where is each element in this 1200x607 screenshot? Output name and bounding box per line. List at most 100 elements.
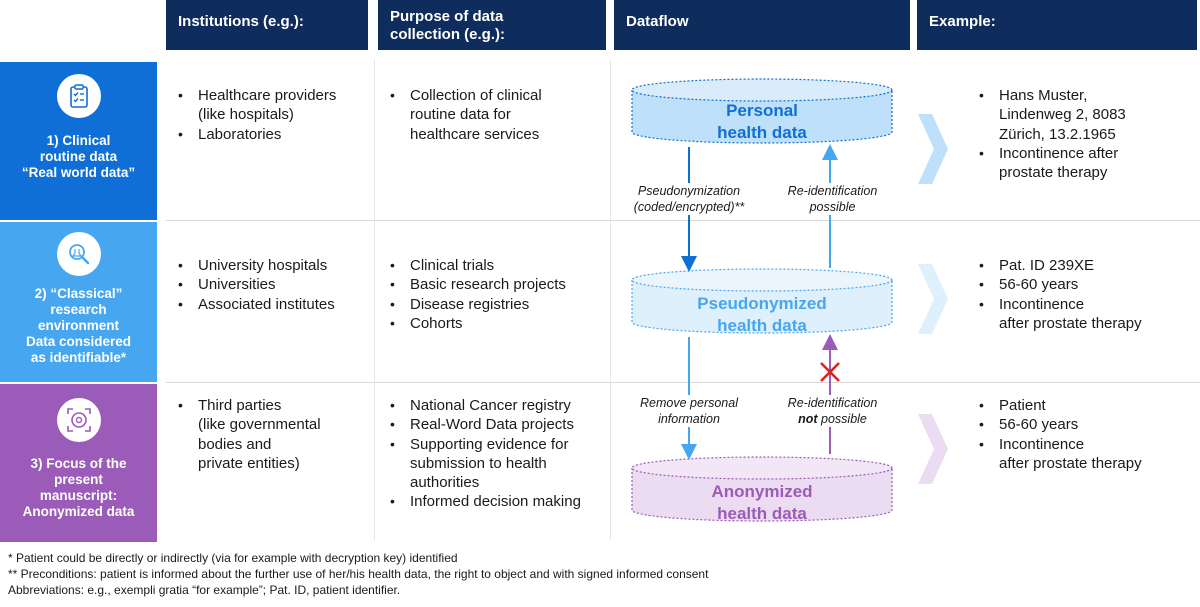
header-example-text: Example: [929, 13, 996, 30]
row2-label-line: 2) “Classical” [34, 286, 123, 301]
cylinder-label-line: Pseudonymized [697, 294, 827, 313]
institutions-list-row2: University hospitals Universities Associ… [176, 256, 371, 314]
list-item: Real-Word Data projects [388, 415, 608, 435]
list-item: Informed decision making [388, 492, 608, 512]
list-item: Patient [977, 396, 1197, 416]
header-institutions: Institutions (e.g.): [166, 0, 368, 50]
cylinder-label-line: Personal [726, 101, 798, 120]
remove-personal-info-label: Remove personal information [628, 395, 750, 427]
header-purpose-line1: Purpose of data [390, 8, 504, 25]
institutions-list-row3: Third parties (like governmental bodies … [176, 396, 371, 473]
header-dataflow-text: Dataflow [626, 13, 689, 30]
col-separator-1 [374, 60, 375, 540]
list-item: 56-60 years [977, 275, 1197, 295]
header-example: Example: [917, 0, 1197, 50]
list-item: Supporting evidence for submission to he… [388, 435, 608, 493]
list-item: Laboratories [176, 125, 371, 145]
cylinder-pseudonymized-label: Pseudonymized health data [632, 293, 892, 337]
header-purpose-line2: collection (e.g.): [390, 26, 506, 43]
flow-label-line: (coded/encrypted)** [633, 200, 745, 214]
list-item: Incontinence after prostate therapy [977, 295, 1197, 334]
list-item: Pat. ID 239XE [977, 256, 1197, 276]
dataflow-diagram [631, 78, 893, 522]
list-item: Healthcare providers(like hospitals) [176, 86, 371, 125]
footnote-identifiable: * Patient could be directly or indirectl… [8, 551, 458, 565]
flow-label-rest: possible [817, 412, 867, 426]
list-item: Incontinence after prostate therapy [977, 144, 1197, 183]
chevron-right-icon [918, 414, 948, 484]
example-list-row2: Pat. ID 239XE 56-60 years Incontinence a… [977, 256, 1197, 333]
institutions-list-row1: Healthcare providers(like hospitals) Lab… [176, 86, 371, 144]
target-focus-icon [56, 398, 101, 442]
footnote-preconditions: ** Preconditions: patient is informed ab… [8, 567, 709, 581]
cylinder-pseudonymized [631, 268, 893, 334]
header-dataflow: Dataflow [614, 0, 910, 50]
row1-label-line: 1) Clinical [46, 133, 111, 148]
row3-label-line: Anonymized data [22, 504, 135, 519]
cylinder-personal [631, 78, 893, 144]
cylinder-label-line: Anonymized [711, 482, 813, 501]
list-item: Associated institutes [176, 295, 371, 315]
list-item: National Cancer registry [388, 396, 608, 416]
flow-label-line: Re-identification [787, 184, 878, 198]
flow-label-line: Remove personal [640, 396, 738, 410]
list-item: Third parties (like governmental bodies … [176, 396, 371, 473]
row-label-anonymized-text: 3) Focus of the present manuscript: Anon… [0, 456, 157, 520]
header-purpose: Purpose of data collection (e.g.): [378, 0, 606, 50]
cross-icon [820, 362, 840, 382]
row-label-anonymized: 3) Focus of the present manuscript: Anon… [0, 384, 157, 542]
chevron-right-icon [918, 114, 948, 184]
list-item: Universities [176, 275, 371, 295]
row-label-clinical-text: 1) Clinical routine data “Real world dat… [0, 133, 157, 181]
row2-label-line: Data considered [25, 334, 132, 349]
row1-label-line: routine data [39, 149, 118, 164]
example-list-row3: Patient 56-60 years Incontinence after p… [977, 396, 1197, 473]
magnifier-research-icon [56, 232, 101, 276]
list-item: Basic research projects [388, 275, 608, 295]
emphasis-not: not [798, 412, 818, 426]
list-item: University hospitals [176, 256, 371, 276]
flow-label-line: possible [809, 200, 856, 214]
list-item: Disease registries [388, 295, 608, 315]
flow-label-line: information [658, 412, 720, 426]
row-label-clinical: 1) Clinical routine data “Real world dat… [0, 62, 157, 220]
cylinder-label-line: health data [717, 123, 807, 142]
reidentification-label: Re-identification possible [775, 183, 890, 215]
flow-label-line: not possible [775, 411, 890, 427]
clipboard-checklist-icon [56, 74, 101, 118]
chevron-right-icon [918, 264, 948, 334]
header-institutions-text: Institutions (e.g.): [178, 13, 304, 30]
flow-label-line: Re-identification [787, 396, 878, 410]
row3-label-line: manuscript: [39, 488, 118, 503]
row1-label-line: “Real world data” [21, 165, 136, 180]
list-item: Incontinence after prostate therapy [977, 435, 1197, 474]
footnotes: * Patient could be directly or indirectl… [8, 550, 708, 598]
purpose-list-row1: Collection of clinical routine data for … [388, 86, 608, 144]
purpose-list-row3: National Cancer registry Real-Word Data … [388, 396, 608, 512]
row-label-research: 2) “Classical” research environment Data… [0, 222, 157, 382]
row2-label-line: as identifiable* [30, 350, 127, 365]
row2-label-line: research [50, 302, 107, 317]
cylinder-personal-label: Personal health data [632, 100, 892, 144]
cylinder-label-line: health data [717, 504, 807, 523]
col-separator-2 [610, 60, 611, 540]
row2-label-line: environment [37, 318, 119, 333]
cylinder-anonymized [631, 456, 893, 522]
example-list-row1: Hans Muster, Lindenweg 2, 8083 Zürich, 1… [977, 86, 1197, 182]
purpose-list-row2: Clinical trials Basic research projects … [388, 256, 608, 333]
reidentification-not-label: Re-identification not possible [775, 395, 890, 427]
flow-label-line: Pseudonymization [637, 184, 741, 198]
list-item: Clinical trials [388, 256, 608, 276]
row3-label-line: 3) Focus of the [30, 456, 127, 471]
row-label-research-text: 2) “Classical” research environment Data… [0, 286, 157, 366]
cylinder-label-line: health data [717, 316, 807, 335]
row-separator-1 [166, 220, 1200, 221]
list-item: Hans Muster, Lindenweg 2, 8083 Zürich, 1… [977, 86, 1197, 144]
footnote-abbreviations: Abbreviations: e.g., exempli gratia “for… [8, 583, 401, 597]
list-item: Cohorts [388, 314, 608, 334]
cylinder-anonymized-label: Anonymized health data [632, 481, 892, 525]
pseudonymization-label: Pseudonymization (coded/encrypted)** [622, 183, 756, 215]
list-item: 56-60 years [977, 415, 1197, 435]
row-separator-2 [166, 382, 1200, 383]
list-item: Collection of clinical routine data for … [388, 86, 608, 144]
